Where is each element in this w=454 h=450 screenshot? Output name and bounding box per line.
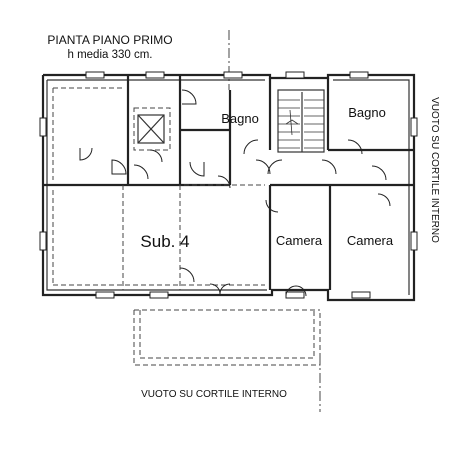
plan-title: PIANTA PIANO PRIMO	[47, 33, 172, 47]
interior-walls	[43, 75, 414, 290]
label-bath-right: Bagno	[348, 105, 386, 120]
staircase	[278, 92, 324, 152]
label-bedroom-left: Camera	[276, 233, 323, 248]
plan-subtitle: h media 330 cm.	[67, 49, 152, 61]
label-bedroom-right: Camera	[347, 233, 394, 248]
label-courtyard-right: VUOTO SU CORTILE INTERNO	[429, 97, 440, 243]
door-swings	[79, 89, 391, 297]
label-bath-left: Bagno	[221, 111, 259, 126]
courtyard-balcony	[133, 309, 321, 366]
windows	[39, 71, 418, 299]
label-courtyard-bottom: VUOTO SU CORTILE INTERNO	[141, 389, 287, 400]
label-unit: Sub. 4	[140, 232, 189, 251]
